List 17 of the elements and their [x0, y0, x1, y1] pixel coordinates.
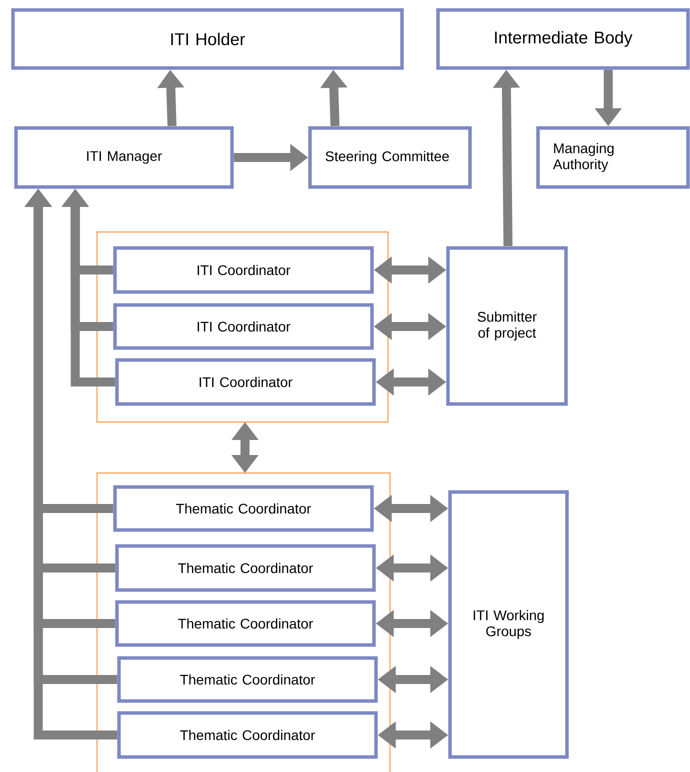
box: ITI Coordinator: [115, 358, 376, 406]
box: Thematic Coordinator: [117, 711, 378, 759]
box: Thematic Coordinator: [113, 485, 374, 532]
box: Thematic Coordinator: [115, 544, 376, 592]
box: Intermediate Body: [436, 8, 690, 70]
box: Steering Committee: [308, 126, 472, 189]
box: ITI Holder: [11, 8, 404, 70]
box: ITI Manager: [14, 126, 234, 189]
box: ITI Working Groups: [448, 490, 569, 759]
box: Thematic Coordinator: [117, 656, 378, 703]
box: ITI Coordinator: [113, 303, 374, 350]
group-frame: [96, 472, 391, 772]
group-frame: [96, 231, 389, 423]
box: Submitter of project: [446, 246, 568, 406]
box: ITI Coordinator: [113, 246, 374, 294]
box: Managing Authority: [536, 126, 690, 189]
box: Thematic Coordinator: [115, 600, 376, 647]
